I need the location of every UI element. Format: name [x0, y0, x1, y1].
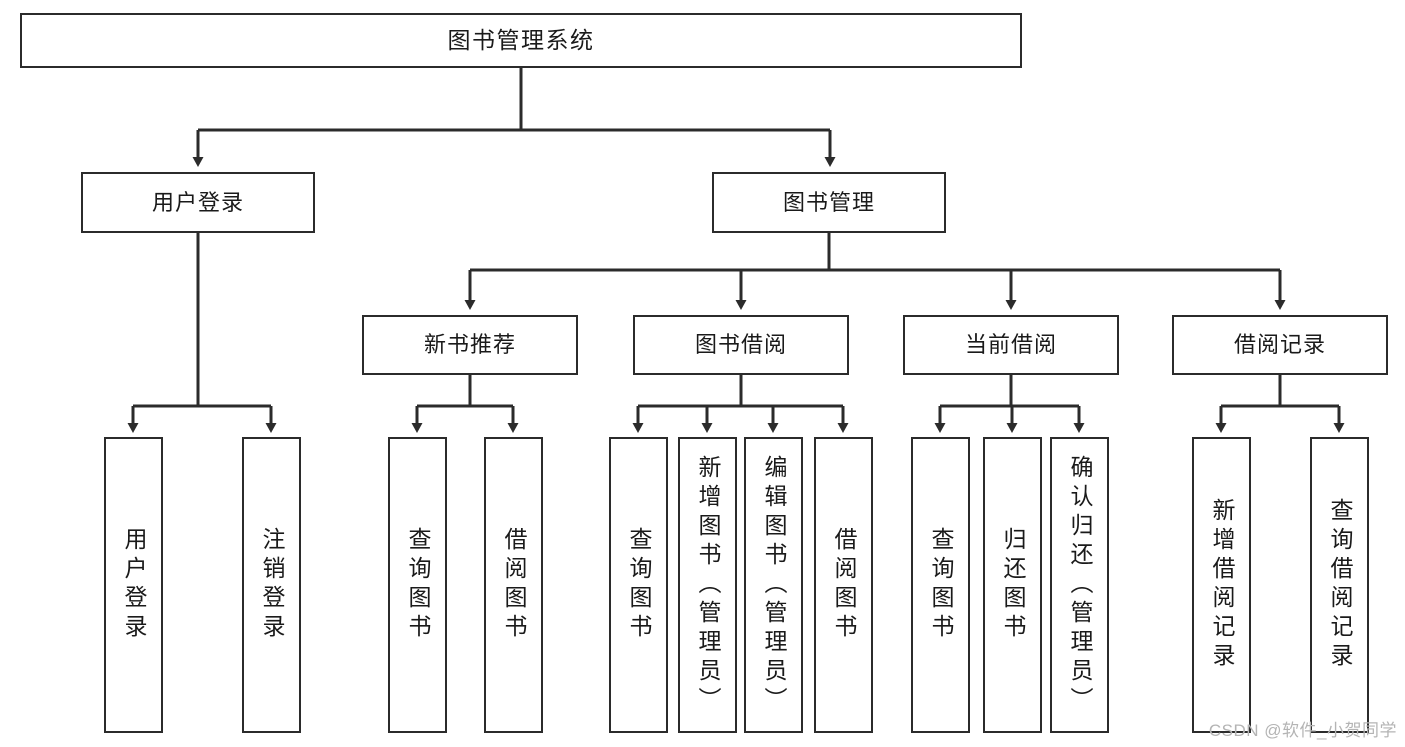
node-new-book-rec-label: 新书推荐	[423, 332, 516, 358]
node-leaf-cb-confirm-return-label: 确认归还（管理员）	[1067, 454, 1093, 716]
node-leaf-logout[interactable]: 注销登录	[242, 437, 301, 733]
node-leaf-cb-query-book-label: 查询图书	[928, 527, 954, 643]
node-leaf-bb-edit-book-label: 编辑图书（管理员）	[761, 454, 787, 716]
node-leaf-br-add-record[interactable]: 新增借阅记录	[1192, 437, 1251, 733]
node-leaf-br-add-record-label: 新增借阅记录	[1209, 498, 1235, 672]
node-book-manage-label: 图书管理	[782, 189, 875, 215]
node-leaf-bb-query-book-label: 查询图书	[626, 527, 652, 643]
node-leaf-rec-borrow-book-label: 借阅图书	[501, 527, 527, 643]
node-leaf-bb-borrow-book[interactable]: 借阅图书	[814, 437, 873, 733]
node-borrow-record-label: 借阅记录	[1233, 332, 1326, 358]
node-leaf-cb-return-book-label: 归还图书	[1000, 527, 1026, 643]
node-leaf-bb-query-book[interactable]: 查询图书	[609, 437, 668, 733]
node-leaf-bb-borrow-book-label: 借阅图书	[831, 527, 857, 643]
node-current-borrow-label: 当前借阅	[964, 332, 1057, 358]
node-leaf-cb-confirm-return[interactable]: 确认归还（管理员）	[1050, 437, 1109, 733]
node-book-manage[interactable]: 图书管理	[712, 172, 946, 233]
node-user-login[interactable]: 用户登录	[81, 172, 315, 233]
node-leaf-cb-return-book[interactable]: 归还图书	[983, 437, 1042, 733]
node-root-label: 图书管理系统	[447, 26, 595, 53]
node-root[interactable]: 图书管理系统	[20, 13, 1022, 68]
node-leaf-bb-add-book[interactable]: 新增图书（管理员）	[678, 437, 737, 733]
node-leaf-logout-label: 注销登录	[259, 527, 285, 643]
node-leaf-rec-borrow-book[interactable]: 借阅图书	[484, 437, 543, 733]
node-leaf-bb-add-book-label: 新增图书（管理员）	[695, 454, 721, 716]
node-leaf-rec-query-book-label: 查询图书	[405, 527, 431, 643]
node-leaf-user-login[interactable]: 用户登录	[104, 437, 163, 733]
node-book-borrow[interactable]: 图书借阅	[633, 315, 849, 375]
node-borrow-record[interactable]: 借阅记录	[1172, 315, 1388, 375]
node-leaf-bb-edit-book[interactable]: 编辑图书（管理员）	[744, 437, 803, 733]
node-leaf-br-query-record[interactable]: 查询借阅记录	[1310, 437, 1369, 733]
node-leaf-user-login-label: 用户登录	[121, 527, 147, 643]
node-current-borrow[interactable]: 当前借阅	[903, 315, 1119, 375]
node-leaf-cb-query-book[interactable]: 查询图书	[911, 437, 970, 733]
node-leaf-rec-query-book[interactable]: 查询图书	[388, 437, 447, 733]
node-new-book-rec[interactable]: 新书推荐	[362, 315, 578, 375]
node-user-login-label: 用户登录	[151, 189, 244, 215]
node-book-borrow-label: 图书借阅	[694, 332, 787, 358]
watermark: CSDN @软件_小贺同学	[1208, 721, 1397, 740]
node-leaf-br-query-record-label: 查询借阅记录	[1327, 498, 1353, 672]
